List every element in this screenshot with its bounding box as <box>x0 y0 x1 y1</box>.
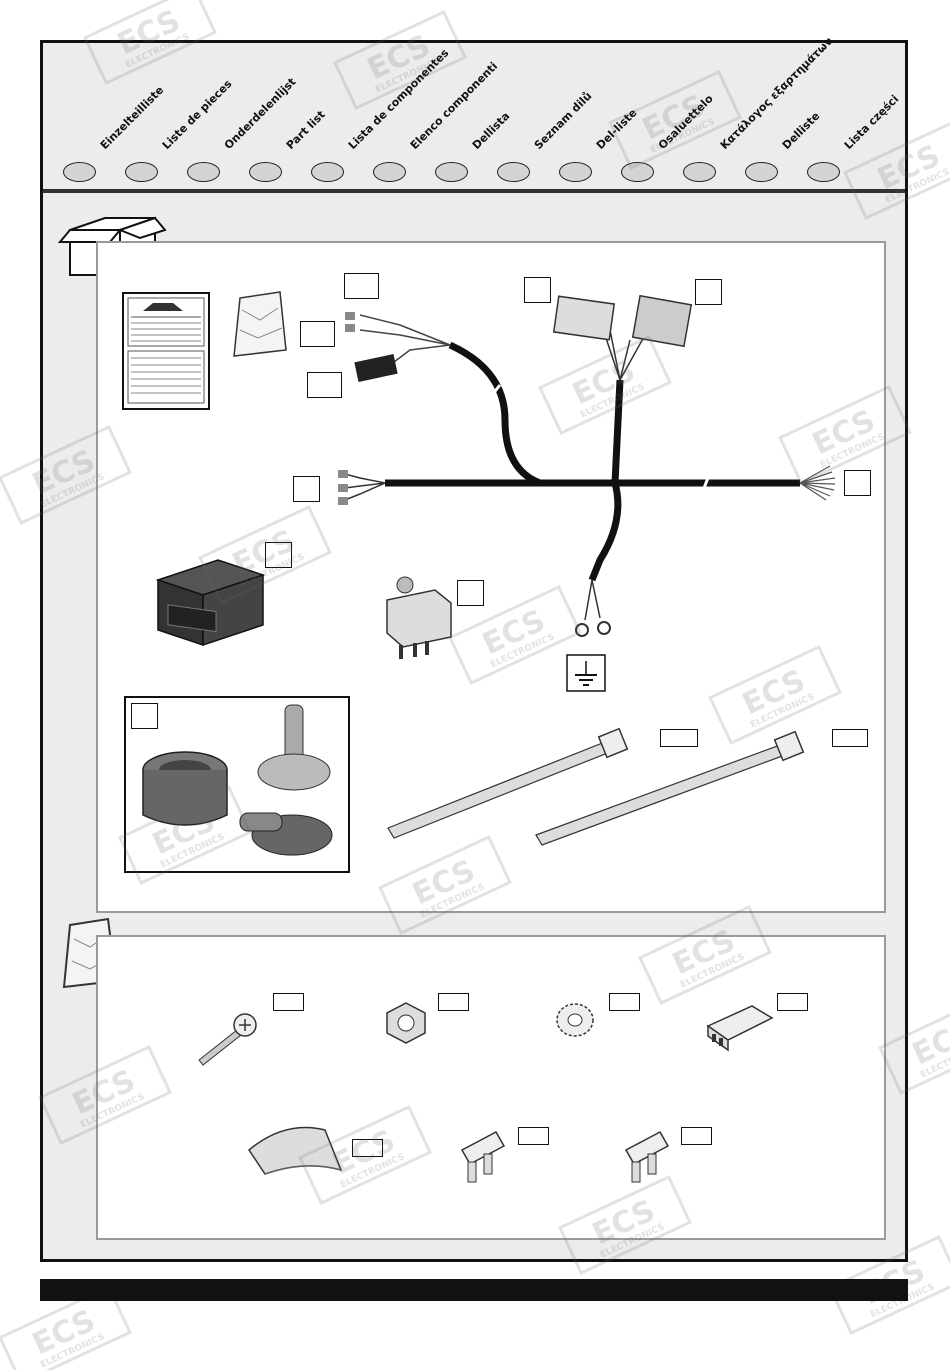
connector-plug <box>706 1005 774 1052</box>
language-checkbox <box>125 162 158 182</box>
language-checkbox <box>683 162 716 182</box>
language-checkbox <box>807 162 840 182</box>
language-checkbox <box>745 162 778 182</box>
screw <box>198 1013 257 1066</box>
language-checkbox <box>63 162 96 182</box>
language-checkbox <box>311 162 344 182</box>
header-divider <box>43 189 905 193</box>
fuse-2 <box>624 1130 670 1183</box>
part-number-box <box>457 580 484 606</box>
language-checkbox <box>435 162 468 182</box>
part-number-box <box>609 993 640 1011</box>
part-number-box <box>695 279 722 305</box>
fuse-1 <box>460 1130 506 1183</box>
part-number-box <box>293 476 320 502</box>
part-number-box <box>524 277 551 303</box>
lock-washer <box>556 1003 594 1037</box>
part-number-box <box>265 542 292 568</box>
small-parts-panel <box>96 935 886 1240</box>
trailer-socket <box>142 751 228 826</box>
instruction-sheet <box>122 292 210 410</box>
nut <box>386 1002 426 1044</box>
language-checkbox <box>187 162 220 182</box>
language-checkbox <box>559 162 592 182</box>
footer-bar <box>40 1279 908 1301</box>
language-checkbox <box>373 162 406 182</box>
cable-grommet <box>239 812 333 856</box>
language-checkbox <box>621 162 654 182</box>
part-number-box <box>777 993 808 1011</box>
small-bag-icon <box>233 291 287 357</box>
part-number-box <box>438 993 469 1011</box>
part-number-box <box>273 993 304 1011</box>
part-number-box <box>307 372 342 398</box>
adhesive-tape <box>248 1126 343 1175</box>
wiring-harness <box>338 294 836 637</box>
part-number-box <box>131 703 158 729</box>
part-number-box <box>352 1139 383 1157</box>
cable-tie-2 <box>535 730 805 846</box>
language-checkbox <box>249 162 282 182</box>
part-number-box <box>832 729 868 747</box>
part-number-box <box>344 273 379 299</box>
cable-tie-1 <box>387 727 629 839</box>
control-module <box>155 559 266 647</box>
part-number-box <box>660 729 698 747</box>
part-number-box <box>844 470 871 496</box>
language-checkbox <box>497 162 530 182</box>
part-number-box <box>681 1127 712 1145</box>
relay <box>386 576 452 659</box>
part-number-box <box>300 321 335 347</box>
ground-symbol-icon <box>566 654 606 692</box>
part-number-box <box>518 1127 549 1145</box>
socket-gasket <box>257 704 331 791</box>
